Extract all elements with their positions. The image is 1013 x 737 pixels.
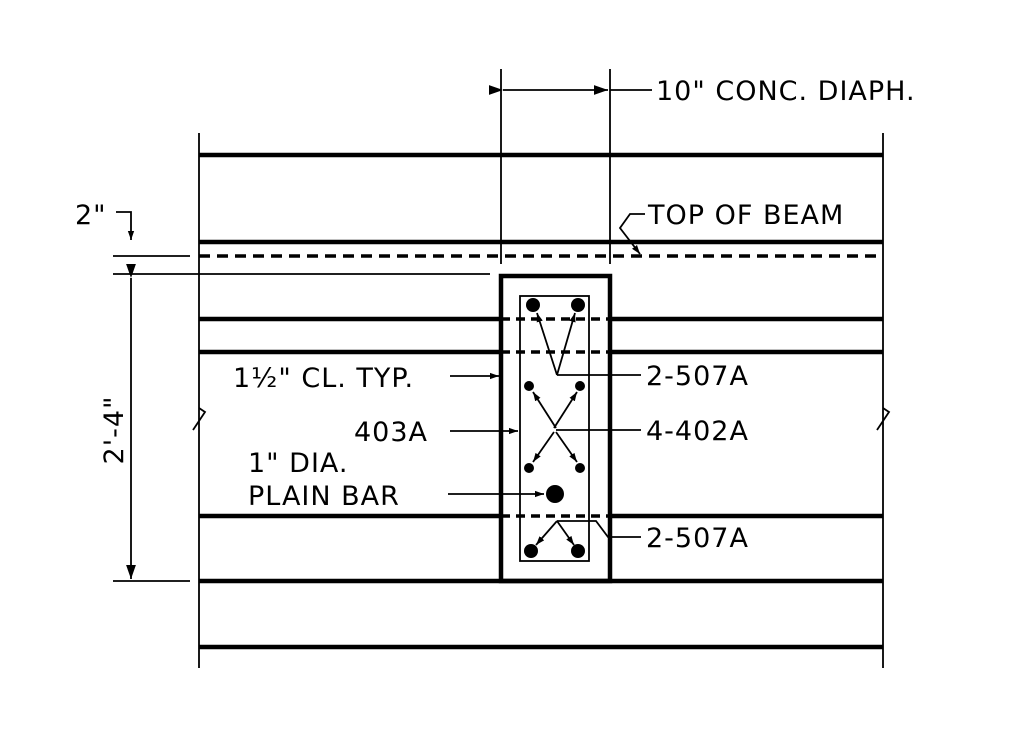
stirrup-label: 403A xyxy=(354,417,428,448)
mid-bars-label: 4-402A xyxy=(646,416,749,447)
top-offset-leader xyxy=(116,211,135,240)
plain-bar xyxy=(546,485,564,503)
top-of-beam-leader xyxy=(618,213,645,255)
bottom-bars-leader-right xyxy=(556,520,575,546)
plain-bar-label-line2: PLAIN BAR xyxy=(248,481,400,512)
top-bar-right xyxy=(571,298,585,312)
top-bars-leader-right xyxy=(556,312,576,376)
bottom-bars-leader xyxy=(557,520,641,538)
plain-bar-label-line1: 1" DIA. xyxy=(248,448,349,479)
bottom-bar-left xyxy=(524,544,538,558)
break-symbol-right xyxy=(876,407,891,431)
mid-bar-upper-left xyxy=(524,381,534,391)
mid-bar-lower-right xyxy=(575,463,585,473)
clear-cover-label: 1½" CL. TYP. xyxy=(233,363,414,394)
stirrup-403A xyxy=(519,295,590,562)
bottom-bars-label: 2-507A xyxy=(646,523,749,554)
mid-bars-x-1 xyxy=(532,391,557,429)
mid-bars-x-4 xyxy=(555,431,578,463)
top-bars-leader-left xyxy=(536,312,558,376)
depth-label: 2'-4" xyxy=(99,396,130,465)
break-symbol-left xyxy=(192,407,207,431)
top-bars-label: 2-507A xyxy=(646,361,749,392)
mid-bar-upper-right xyxy=(575,381,585,391)
bottom-bar-right xyxy=(571,544,585,558)
mid-bar-lower-left xyxy=(524,463,534,473)
mid-bars-x-3 xyxy=(532,431,555,463)
diaphragm-label: 10" CONC. DIAPH. xyxy=(656,76,916,107)
bottom-bars-leader-left xyxy=(535,520,558,546)
top-bar-left xyxy=(526,298,540,312)
diaphragm-section-outline xyxy=(498,273,613,584)
top-offset-label: 2" xyxy=(75,200,107,231)
mid-bars-x-2 xyxy=(553,391,578,429)
top-of-beam-label: TOP OF BEAM xyxy=(647,200,844,231)
